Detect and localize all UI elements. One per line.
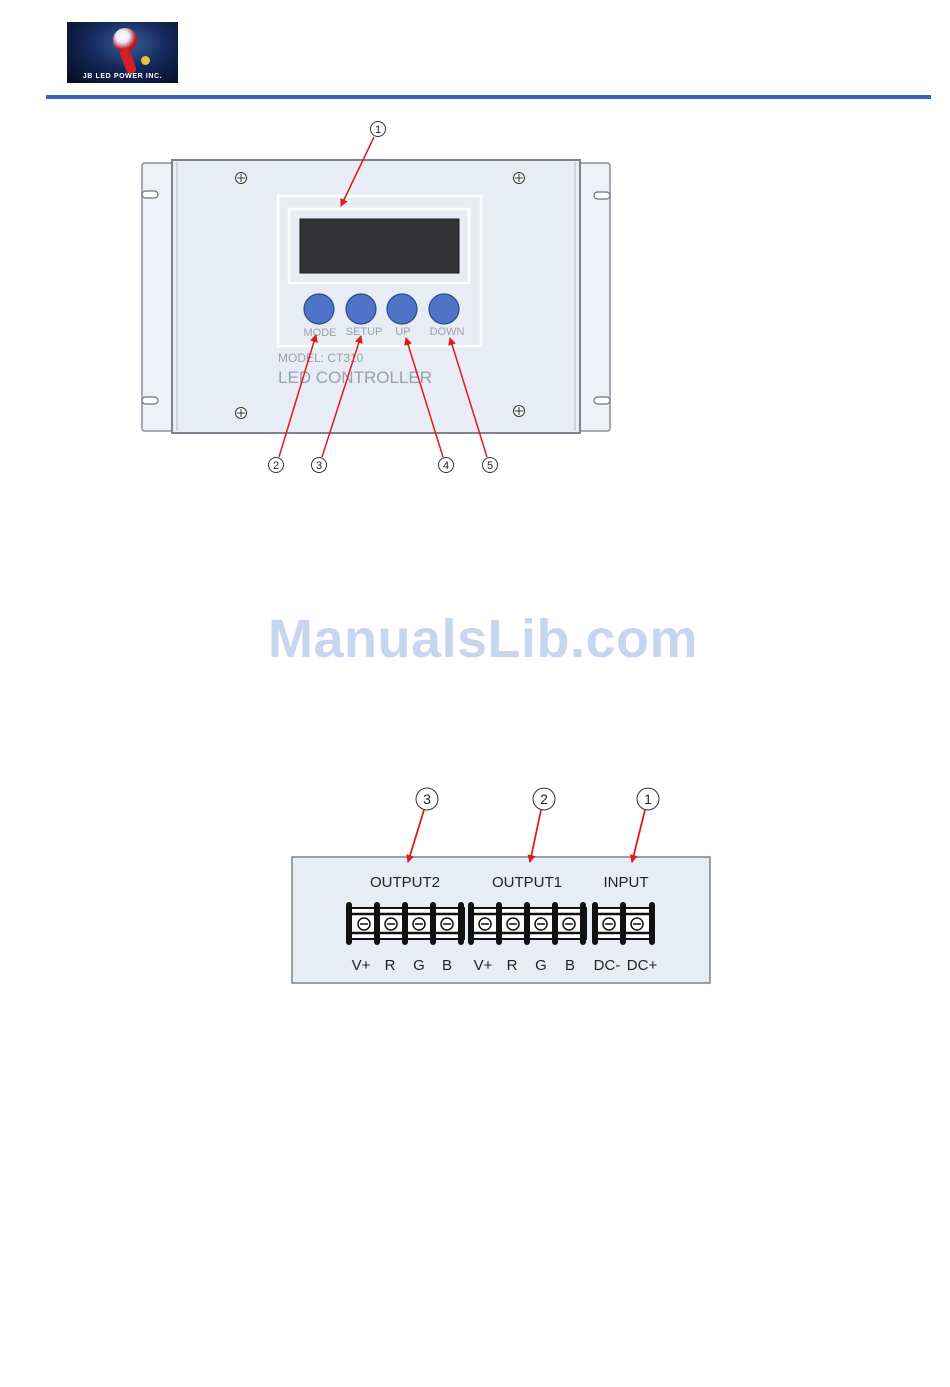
terminal-label: DC+ [627, 957, 658, 974]
screw-icon [236, 408, 247, 419]
terminal-label: V+ [474, 957, 493, 974]
setup-button [346, 294, 376, 324]
screw-icon [514, 406, 525, 417]
group-label-input: INPUT [604, 874, 649, 891]
down-button [429, 294, 459, 324]
callout-number: 3 [316, 460, 322, 472]
group-label-output2: OUTPUT2 [370, 874, 440, 891]
arrow-output2 [408, 810, 424, 862]
terminal-label: R [507, 957, 518, 974]
callout-number: 4 [443, 460, 449, 472]
callout-number: 2 [540, 791, 548, 807]
terminal-block-output2 [346, 902, 464, 945]
up-button [387, 294, 417, 324]
left-slot-top [142, 191, 158, 198]
arrow-input [632, 810, 645, 862]
terminal-block-input [592, 902, 655, 945]
group-label-output1: OUTPUT1 [492, 874, 562, 891]
terminal-callouts: 3 2 1 [408, 788, 659, 862]
terminal-label: B [442, 957, 452, 974]
right-slot-top [594, 192, 610, 199]
front-panel: MODE SETUP UP DOWN MODEL: CT310 LED CONT… [142, 160, 610, 433]
terminal-label: B [565, 957, 575, 974]
up-label: UP [395, 326, 410, 338]
right-bracket [576, 163, 610, 431]
right-slot-bottom [594, 397, 610, 404]
terminal-label: G [413, 957, 425, 974]
controller-body [172, 160, 580, 433]
left-slot-bottom [142, 397, 158, 404]
watermark-text: ManualsLib.com [268, 608, 698, 670]
callout-number: 5 [487, 460, 493, 472]
terminal-label: R [385, 957, 396, 974]
terminal-block-output1 [468, 902, 586, 945]
terminal-label: DC- [594, 957, 621, 974]
mode-button [304, 294, 334, 324]
left-bracket [142, 163, 176, 431]
callout-number: 3 [423, 791, 431, 807]
arrow-output1 [530, 810, 541, 862]
model-text: MODEL: CT310 [278, 351, 364, 365]
mode-label: MODE [304, 327, 337, 339]
screw-icon [514, 173, 525, 184]
setup-label: SETUP [346, 326, 383, 338]
down-label: DOWN [430, 326, 465, 338]
callout-number: 2 [273, 460, 279, 472]
callout-number: 1 [644, 791, 652, 807]
terminal-label: G [535, 957, 547, 974]
lcd-display [300, 219, 459, 273]
screw-icon [236, 173, 247, 184]
callout-number: 1 [375, 124, 381, 136]
terminal-panel: OUTPUT2 OUTPUT1 INPUT [292, 857, 710, 983]
terminal-label: V+ [352, 957, 371, 974]
